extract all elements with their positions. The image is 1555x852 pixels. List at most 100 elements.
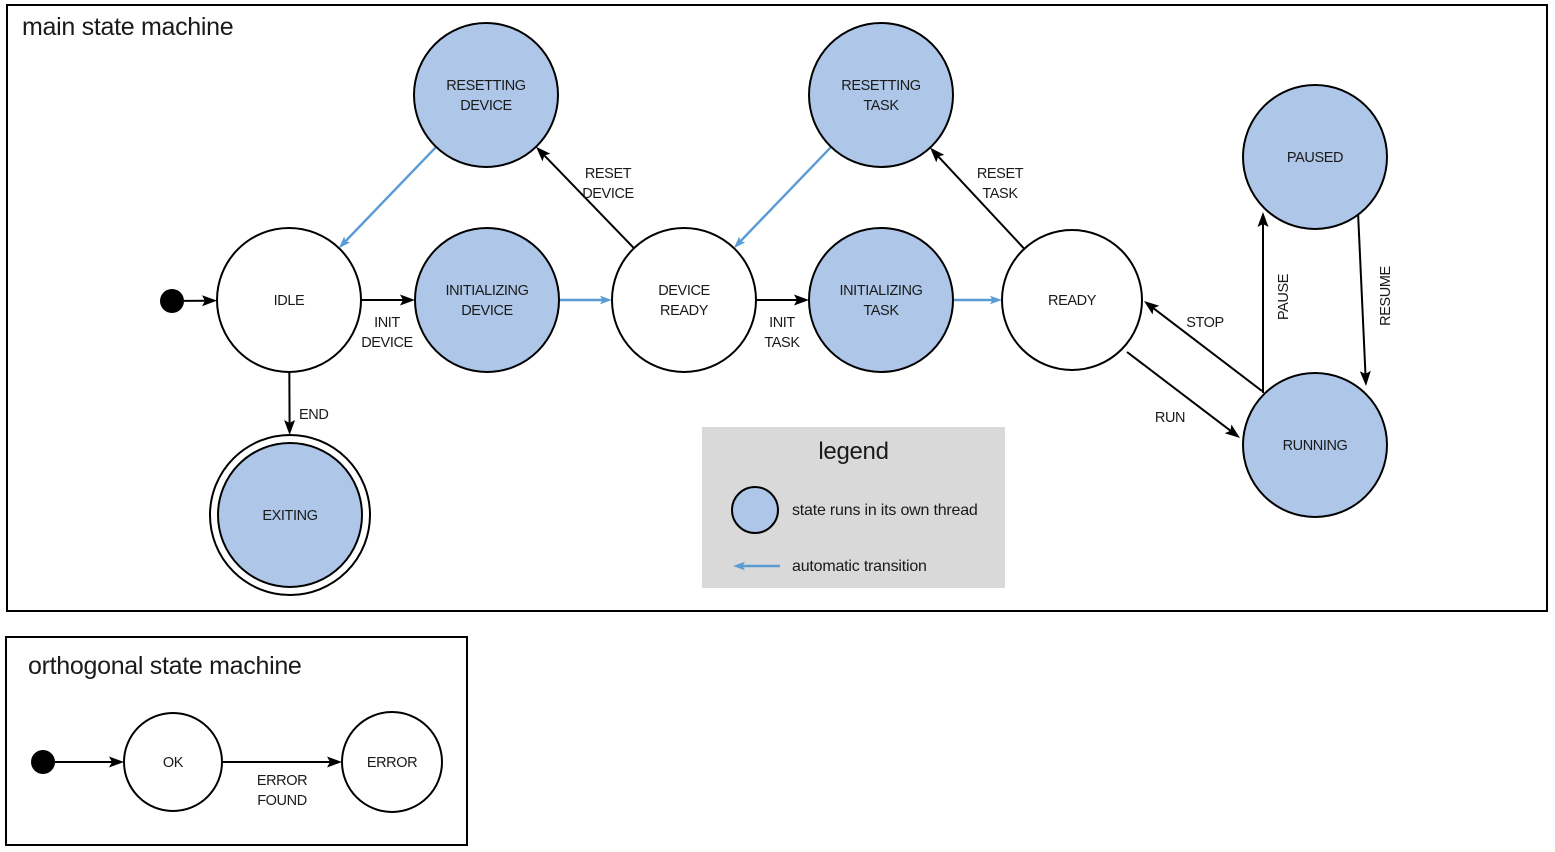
- transition-label: INIT: [769, 315, 795, 331]
- transition-label: RUN: [1155, 410, 1185, 426]
- transition-ok-to-error: ERROR FOUND: [222, 756, 342, 809]
- state-circle: [808, 227, 954, 373]
- state-label: OK: [163, 755, 184, 771]
- state-label: IDLE: [274, 293, 305, 309]
- transition-ready-to-running: RUN: [1126, 351, 1240, 438]
- transition-label: TASK: [982, 186, 1018, 202]
- legend-item-label: state runs in its own thread: [792, 502, 978, 519]
- state-circle: [1242, 84, 1388, 230]
- state-circle: [217, 442, 363, 588]
- arrowhead-icon: [1257, 212, 1269, 227]
- legend-title: legend: [818, 438, 888, 465]
- state-circle: [808, 22, 954, 168]
- state-circle: [413, 22, 559, 168]
- transition-label: TASK: [764, 335, 800, 351]
- initial-state-dot: [160, 289, 184, 313]
- arrowhead-icon: [338, 236, 351, 249]
- state-idle: IDLE: [216, 227, 362, 373]
- transition-label: DEVICE: [361, 335, 413, 351]
- transition-label: FOUND: [257, 793, 307, 809]
- state-label: RESETTING: [446, 78, 526, 94]
- state-label: RESETTING: [841, 78, 921, 94]
- state-circle: [216, 227, 362, 373]
- arrowhead-icon: [536, 146, 551, 162]
- arrowhead-icon: [733, 561, 745, 571]
- state-label: INITIALIZING: [839, 283, 922, 299]
- threaded-state-circle-icon: [731, 486, 779, 534]
- state-label: READY: [1048, 293, 1097, 309]
- state-resetting-device: RESETTING DEVICE: [413, 22, 559, 168]
- state-paused: PAUSED: [1242, 84, 1388, 230]
- initial-dot-icon: [31, 750, 55, 774]
- transition-running-to-ready: STOP: [1144, 301, 1263, 392]
- state-running: RUNNING: [1242, 372, 1388, 518]
- transition-label: RESUME: [1378, 265, 1394, 325]
- transition-line-ready-running: [1126, 351, 1232, 432]
- arrowhead-icon: [930, 147, 945, 163]
- state-ready: READY: [1001, 229, 1143, 371]
- arrowhead-icon: [400, 294, 415, 306]
- transition-idle-to-exiting: END: [284, 371, 329, 436]
- arrowhead-icon: [109, 756, 124, 768]
- arrowhead-icon: [600, 295, 612, 305]
- arrowhead-icon: [1359, 370, 1371, 386]
- transition-line-running-ready: [1152, 307, 1263, 392]
- arrowhead-icon: [1224, 424, 1240, 438]
- state-circle: [611, 227, 757, 373]
- transition-line-paused-running: [1357, 211, 1367, 375]
- arrowhead-icon: [733, 236, 746, 249]
- automatic-transition-arrow-icon: [733, 561, 780, 571]
- arrowhead-icon: [284, 419, 296, 436]
- transition-label: RESET: [977, 166, 1024, 182]
- state-label: RUNNING: [1283, 438, 1348, 454]
- state-label: EXITING: [262, 508, 317, 524]
- transition-initializing-task-to-ready: [953, 295, 1002, 305]
- arrowhead-icon: [201, 295, 218, 307]
- transition-line-resetting-task-device-ready: [739, 146, 832, 243]
- transition-label: PAUSE: [1276, 273, 1292, 320]
- state-label: DEVICE: [658, 283, 710, 299]
- state-resetting-task: RESETTING TASK: [808, 22, 954, 168]
- state-error: ERROR: [341, 711, 443, 813]
- transition-label: RESET: [585, 166, 632, 182]
- transition-line-resetting-device-idle: [344, 146, 437, 243]
- legend-item-label: automatic transition: [792, 558, 927, 575]
- state-exiting: EXITING: [209, 434, 371, 596]
- state-device-ready: DEVICE READY: [611, 227, 757, 373]
- state-circle: [1001, 229, 1143, 371]
- initial-state-dot: [31, 750, 55, 774]
- transition-resetting-task-to-device-ready: [733, 146, 832, 249]
- state-label: TASK: [863, 98, 899, 114]
- state-label: ERROR: [367, 755, 417, 771]
- transition-label: STOP: [1186, 315, 1224, 331]
- state-circle: [414, 227, 560, 373]
- state-circle: [123, 712, 223, 812]
- state-ok: OK: [123, 712, 223, 812]
- arrowhead-icon: [990, 295, 1002, 305]
- transition-label: END: [299, 407, 328, 423]
- transition-resetting-device-to-idle: [338, 146, 437, 249]
- transition-label: ERROR: [257, 773, 307, 789]
- transition-init2-to-ok: [55, 756, 124, 768]
- state-label: TASK: [863, 303, 899, 319]
- transition-line-ready-resetting-task: [937, 155, 1026, 250]
- transition-init-to-idle: [183, 295, 218, 307]
- transition-ready-to-resetting-task: RESET TASK: [930, 147, 1026, 250]
- legend: legend state runs in its own thread automa…: [702, 427, 1005, 588]
- transition-running-to-paused: PAUSE: [1257, 212, 1292, 393]
- arrowhead-icon: [794, 294, 809, 306]
- arrowhead-icon: [1144, 301, 1160, 315]
- machine-title-main: main state machine: [22, 13, 233, 41]
- transition-initializing-device-to-device-ready: [559, 295, 612, 305]
- state-label: READY: [660, 303, 709, 319]
- state-label: DEVICE: [460, 98, 512, 114]
- state-initializing-task: INITIALIZING TASK: [808, 227, 954, 373]
- state-circle: [341, 711, 443, 813]
- state-label: DEVICE: [461, 303, 513, 319]
- transition-line-device-ready-resetting-device: [543, 154, 635, 249]
